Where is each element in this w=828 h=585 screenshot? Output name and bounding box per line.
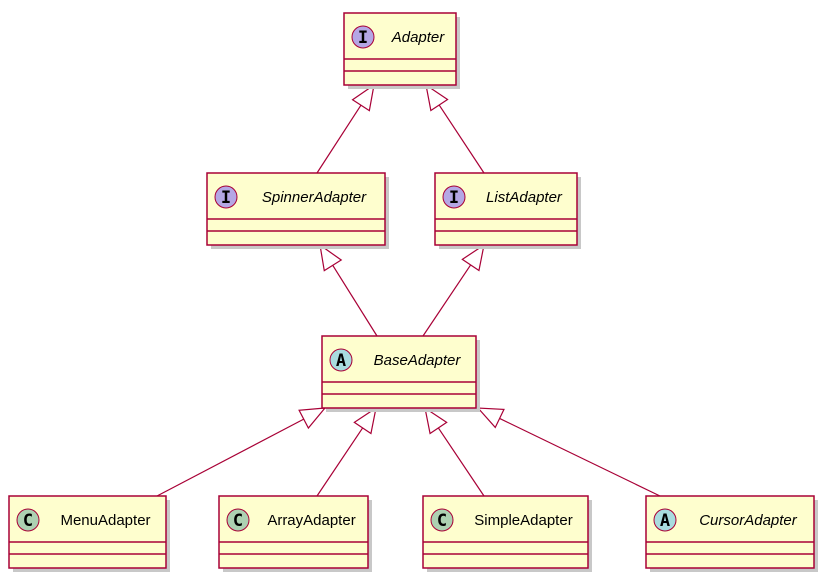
inheritance-arrowhead bbox=[319, 243, 343, 272]
stereotype-letter: C bbox=[23, 511, 33, 531]
class-box-body bbox=[645, 495, 815, 569]
interface-stereotype-icon bbox=[442, 185, 466, 209]
generalization-edge-simple-adapter-to-base-adapter bbox=[424, 406, 485, 497]
class-box-body bbox=[321, 335, 477, 409]
class-name: ListAdapter bbox=[486, 189, 563, 206]
class-stereotype-icon bbox=[16, 508, 40, 532]
class-box-body bbox=[343, 12, 457, 86]
class-box-simple-adapter[interactable]: C SimpleAdapter bbox=[422, 495, 592, 572]
stereotype-letter: A bbox=[336, 351, 346, 371]
stereotype-letter: I bbox=[449, 188, 459, 208]
inheritance-arrowhead bbox=[351, 83, 375, 112]
class-name: ArrayAdapter bbox=[267, 512, 355, 529]
generalization-edge-menu-adapter-to-base-adapter bbox=[156, 407, 327, 497]
class-box-cursor-adapter[interactable]: A CursorAdapter bbox=[645, 495, 818, 572]
class-stereotype-icon bbox=[430, 508, 454, 532]
class-box-array-adapter[interactable]: C ArrayAdapter bbox=[218, 495, 372, 572]
class-stereotype-icon bbox=[226, 508, 250, 532]
generalization-edge-list-adapter-to-adapter bbox=[425, 83, 485, 174]
inheritance-arrowhead bbox=[476, 407, 505, 429]
generalization-edge-base-adapter-to-list-adapter bbox=[422, 243, 485, 337]
class-name: CursorAdapter bbox=[699, 512, 798, 529]
generalization-edge-array-adapter-to-base-adapter bbox=[316, 406, 377, 497]
interface-stereotype-icon bbox=[214, 185, 238, 209]
inheritance-arrowhead bbox=[425, 83, 449, 112]
inheritance-arrowhead bbox=[461, 243, 485, 272]
stereotype-letter: I bbox=[358, 28, 368, 48]
class-box-body bbox=[434, 172, 578, 246]
interface-stereotype-icon bbox=[351, 25, 375, 49]
class-name: Adapter bbox=[391, 29, 446, 46]
inheritance-arrowhead bbox=[298, 407, 327, 430]
class-box-spinner-adapter[interactable]: I SpinnerAdapter bbox=[206, 172, 389, 249]
generalization-edge-spinner-adapter-to-adapter bbox=[316, 83, 375, 174]
abstract-stereotype-icon bbox=[329, 348, 353, 372]
abstract-stereotype-icon bbox=[653, 508, 677, 532]
class-name: SpinnerAdapter bbox=[262, 189, 367, 206]
stereotype-letter: I bbox=[221, 188, 231, 208]
class-name: MenuAdapter bbox=[60, 512, 150, 529]
class-box-body bbox=[8, 495, 167, 569]
edges-layer bbox=[156, 83, 661, 497]
inheritance-arrowhead bbox=[424, 406, 448, 435]
class-name: SimpleAdapter bbox=[474, 512, 572, 529]
class-box-base-adapter[interactable]: A BaseAdapter bbox=[321, 335, 480, 412]
stereotype-letter: A bbox=[660, 511, 670, 531]
class-box-body bbox=[218, 495, 369, 569]
generalization-edge-cursor-adapter-to-base-adapter bbox=[476, 407, 661, 497]
class-box-menu-adapter[interactable]: C MenuAdapter bbox=[8, 495, 170, 572]
class-box-adapter[interactable]: I Adapter bbox=[343, 12, 460, 89]
stereotype-letter: C bbox=[233, 511, 243, 531]
class-box-body bbox=[422, 495, 589, 569]
inheritance-arrowhead bbox=[353, 406, 377, 435]
class-name: BaseAdapter bbox=[374, 352, 462, 369]
class-box-body bbox=[206, 172, 386, 246]
class-box-list-adapter[interactable]: I ListAdapter bbox=[434, 172, 581, 249]
generalization-edge-base-adapter-to-spinner-adapter bbox=[319, 243, 378, 337]
stereotype-letter: C bbox=[437, 511, 447, 531]
